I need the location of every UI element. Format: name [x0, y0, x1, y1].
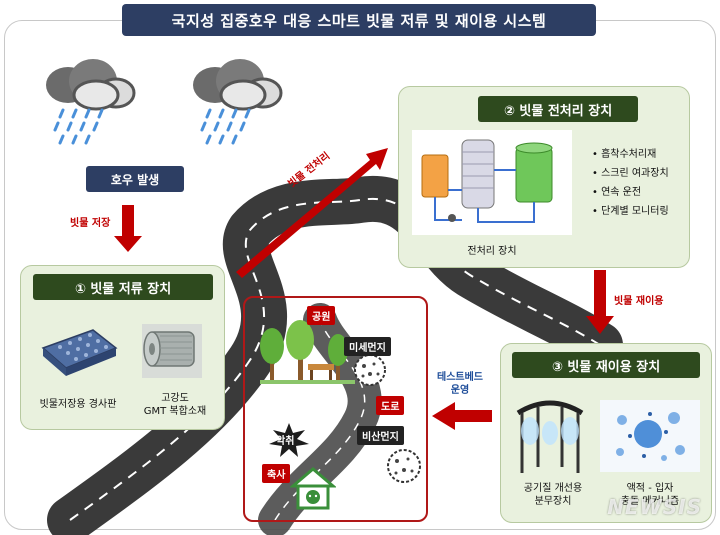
- rain-cloud-icon: [193, 59, 283, 145]
- testbed-zone: [243, 296, 428, 522]
- road-dust-icon: [387, 449, 421, 483]
- reuse-label: 빗물 재이용: [614, 296, 664, 307]
- newsis-watermark: NEWSIS: [607, 495, 702, 519]
- feature-item: 흡착수처리재: [592, 145, 669, 164]
- droplet-particle-caption: 액적 - 입자 충돌 메커니즘: [620, 483, 680, 507]
- store-arrow: [114, 205, 142, 252]
- odor-tag: 악취: [276, 436, 295, 447]
- feature-item: 단계별 모니터링: [592, 202, 669, 221]
- road-tag: 도로: [376, 396, 405, 415]
- odor-icon: [269, 423, 309, 457]
- rain-cloud-icon: [46, 59, 136, 145]
- page-title: 국지성 집중호우 대응 스마트 빗물 저류 및 재이용 시스템: [122, 4, 596, 36]
- livestock-tag: 축사: [262, 464, 291, 483]
- panel-pretreatment-heading: ② 빗물 전처리 장치: [478, 96, 638, 122]
- reuse-arrow: [586, 270, 614, 334]
- pretreatment-system-image: [412, 130, 572, 235]
- pretreatment-caption: 전처리 장치: [467, 246, 517, 257]
- road-dust-tag: 비산먼지: [357, 426, 404, 445]
- feature-item: 스크린 여과장치: [592, 164, 669, 183]
- fine-dust-tag: 미세먼지: [344, 337, 391, 356]
- testbed-label: 테스트베드 운영: [437, 372, 483, 396]
- testbed-arrow: [432, 402, 492, 430]
- park-tag: 공원: [307, 306, 336, 325]
- store-label: 빗물 저장: [70, 218, 111, 229]
- panel-storage-heading: ① 빗물 저류 장치: [33, 274, 213, 300]
- feature-item: 연속 운전: [592, 183, 669, 202]
- pretreat-arrow: [236, 148, 388, 278]
- panel-reuse-heading: ③ 빗물 재이용 장치: [512, 352, 700, 378]
- pretreatment-feature-list: 흡착수처리재 스크린 여과장치 연속 운전 단계별 모니터링: [592, 145, 669, 221]
- fine-dust-icon: [354, 354, 386, 386]
- inclined-plate-image: [41, 329, 118, 376]
- rain-event-label: 호우 발생: [86, 166, 184, 192]
- inclined-plate-caption: 빗물저장용 경사판: [39, 399, 117, 410]
- spray-device-caption: 공기질 개선용 분무장치: [523, 483, 583, 507]
- park-image: [260, 320, 355, 384]
- gmt-composite-caption: 고강도 GMT 복합소재: [143, 393, 207, 417]
- droplet-particle-image: [600, 400, 700, 472]
- spray-device-image: [516, 400, 584, 473]
- gmt-composite-image: [142, 324, 202, 378]
- livestock-barn-icon: [290, 467, 336, 510]
